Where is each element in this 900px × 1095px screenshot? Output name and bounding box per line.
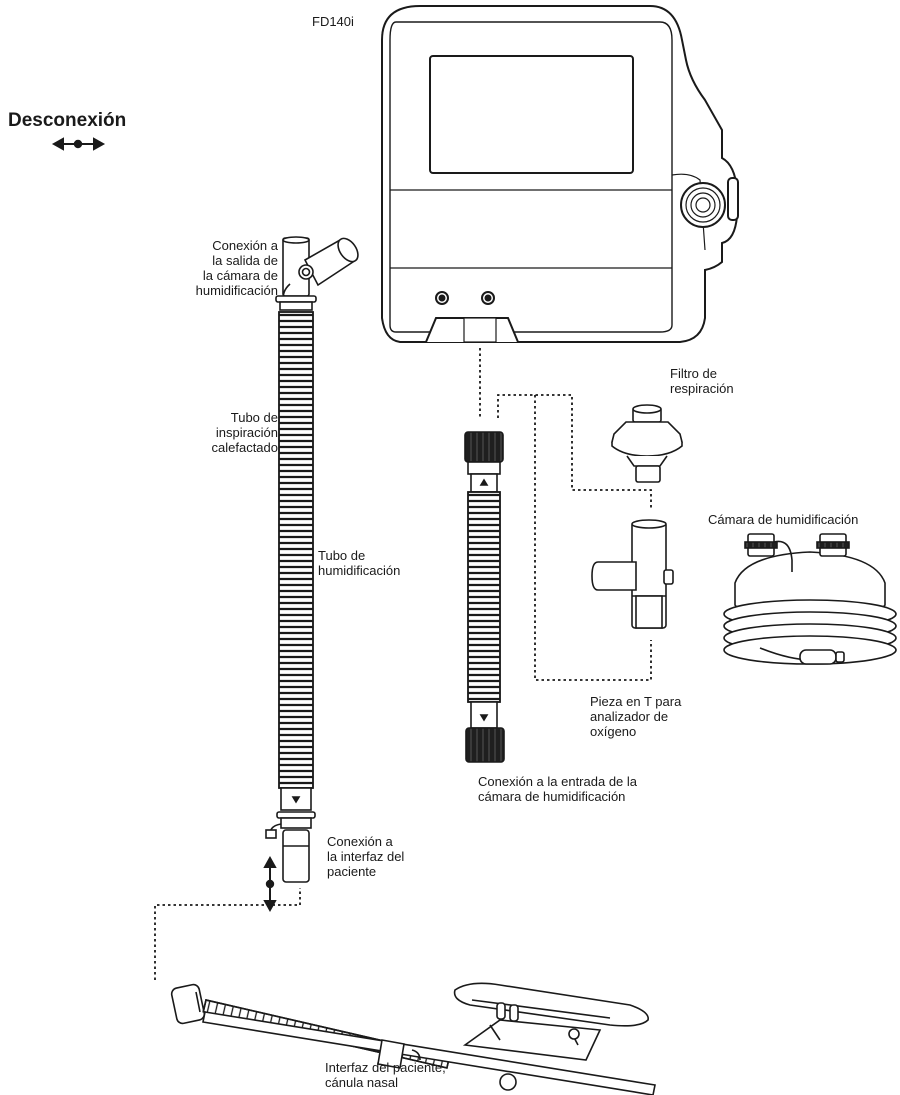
display-screen [429, 55, 634, 174]
nasal-cannula [170, 982, 656, 1095]
outlet-connection-label: Conexión a la salida de la cámara de hum… [195, 238, 278, 298]
legend-title: Desconexión [8, 110, 127, 131]
port-icon [435, 291, 449, 305]
oxygen-t-piece [591, 519, 674, 629]
humidifier-device [381, 5, 739, 343]
fan-grille-icon [680, 182, 726, 228]
humidification-tube-label: Tubo de humidificación [318, 548, 401, 578]
port-icon [481, 291, 495, 305]
patient-interface-label: Interfaz del paciente, cánula nasal [325, 1060, 446, 1090]
oxygen-t-piece-label: Pieza en T para analizador de oxígeno [590, 694, 682, 739]
patient-interface-connection-label: Conexión a la interfaz del paciente [327, 834, 405, 879]
breathing-filter-label: Filtro de respiración [670, 366, 734, 396]
connection-lines [154, 348, 652, 980]
heated-inspiratory-tube-label: Tubo de inspiración calefactado [211, 410, 279, 455]
inlet-connection-label: Conexión a la entrada de la cámara de hu… [478, 774, 638, 804]
breathing-filter [611, 404, 683, 483]
heated-inspiratory-tube [265, 236, 359, 883]
disconnect-vertical-icon [263, 855, 277, 913]
humidification-tube [464, 431, 505, 763]
device-model-label: FD140i [312, 14, 354, 29]
humidification-chamber [723, 533, 897, 665]
disconnect-arrows-icon [51, 137, 106, 151]
humidification-chamber-label: Cámara de humidificación [708, 512, 859, 527]
